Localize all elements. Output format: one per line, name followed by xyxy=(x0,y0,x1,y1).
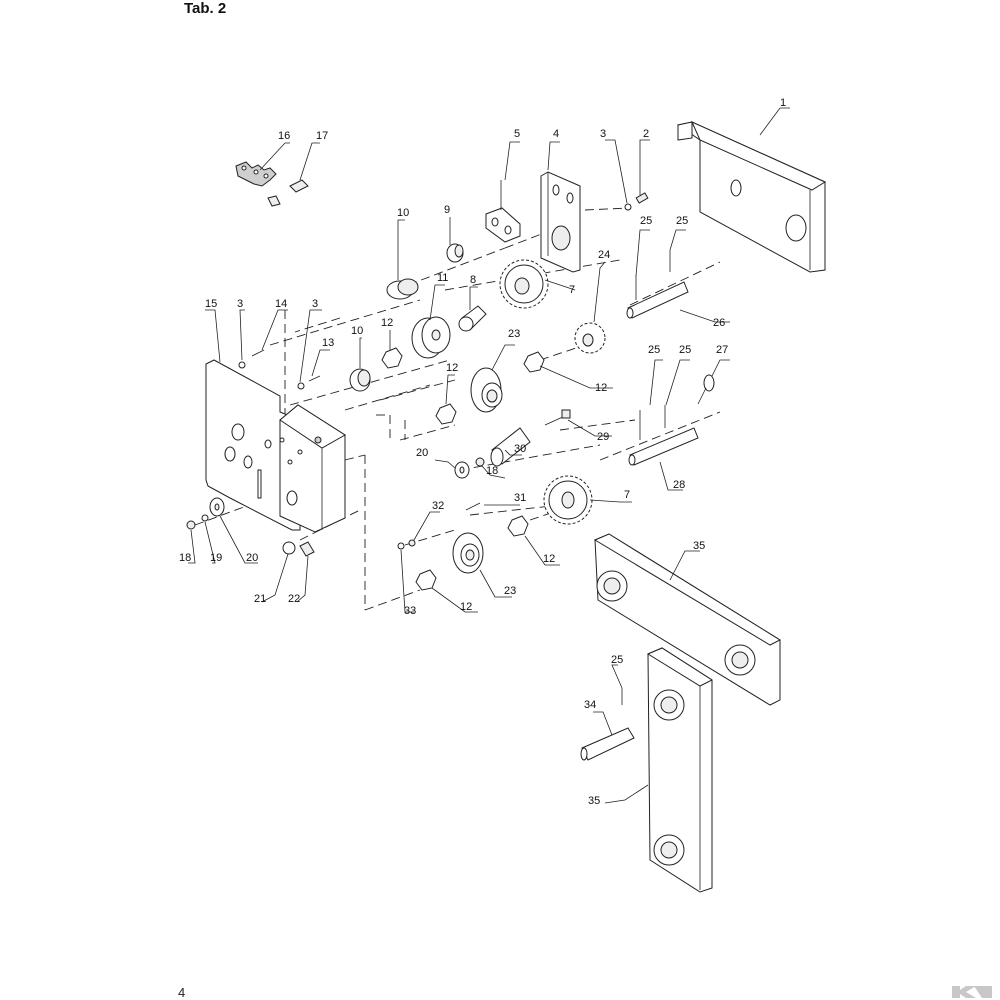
part-23-flange-lower xyxy=(452,532,484,574)
page-number: 4 xyxy=(178,985,186,1000)
callout-30: 30 xyxy=(514,443,526,455)
callout-11: 11 xyxy=(437,272,448,284)
part-15-housing xyxy=(205,359,346,533)
part-20-washer-lower xyxy=(209,497,225,517)
callout-23-b: 23 xyxy=(504,585,516,597)
callout-12-d: 12 xyxy=(543,553,555,565)
callout-3-a: 3 xyxy=(600,128,606,140)
part-10-hub-upper xyxy=(386,278,419,300)
callout-4: 4 xyxy=(553,128,559,140)
part-2-bolt xyxy=(624,192,649,211)
callout-35-b: 35 xyxy=(588,795,600,807)
callout-32: 32 xyxy=(432,500,444,512)
part-18-nut-lower xyxy=(186,520,196,530)
callout-22: 22 xyxy=(288,593,300,605)
part-24-sprocket xyxy=(574,322,606,354)
table-title: Tab. 2 xyxy=(184,0,227,17)
callout-34: 34 xyxy=(584,699,596,711)
part-4-bracket xyxy=(540,171,581,273)
part-19-washer xyxy=(201,514,209,522)
callout-8: 8 xyxy=(470,274,476,286)
part-16-chain xyxy=(235,161,277,187)
callout-28: 28 xyxy=(673,479,685,491)
part-1-cover xyxy=(676,121,827,273)
callout-12-c: 12 xyxy=(446,362,458,374)
callout-15: 15 xyxy=(205,298,217,310)
callout-25-a: 25 xyxy=(640,215,652,227)
part-9-bushing xyxy=(446,243,464,263)
part-10-hub-lower xyxy=(349,368,371,392)
callout-9: 9 xyxy=(444,204,450,216)
callout-20-a: 20 xyxy=(416,447,428,459)
part-12-nuts xyxy=(381,347,545,591)
part-32-nut xyxy=(397,539,416,550)
callout-12-a: 12 xyxy=(381,317,393,329)
callout-16: 16 xyxy=(278,130,290,142)
callout-labels: 1 2 3 3 3 4 5 7 7 8 9 10 10 11 12 12 12 … xyxy=(179,97,786,807)
part-17-chain-link xyxy=(267,179,309,207)
callout-25-d: 25 xyxy=(679,344,691,356)
callout-21: 21 xyxy=(254,593,266,605)
part-11-pulley xyxy=(411,316,451,359)
callout-25-b: 25 xyxy=(676,215,688,227)
part-5-block xyxy=(485,180,521,243)
callout-18-b: 18 xyxy=(179,552,191,564)
part-31-screw xyxy=(465,502,481,511)
part-25-pins xyxy=(621,250,671,705)
brand-logo xyxy=(952,986,992,998)
callout-35-a: 35 xyxy=(693,540,705,552)
callout-23-a: 23 xyxy=(508,328,520,340)
callout-24: 24 xyxy=(598,249,610,261)
part-7-sprocket-lower xyxy=(543,475,593,525)
part-20-washer-upper xyxy=(454,461,470,479)
part-27-clip xyxy=(697,374,715,405)
part-22-wing-nut xyxy=(299,541,315,557)
callout-5: 5 xyxy=(514,128,520,140)
callout-26: 26 xyxy=(713,317,725,329)
callout-20-b: 20 xyxy=(246,552,258,564)
part-13-screw xyxy=(297,375,321,390)
part-30-sleeve xyxy=(490,427,531,467)
callout-2: 2 xyxy=(643,128,649,140)
part-18-nut-upper xyxy=(475,457,485,467)
assembly-axis-lines xyxy=(194,207,721,611)
callout-10-a: 10 xyxy=(397,207,409,219)
callout-1: 1 xyxy=(780,97,786,109)
part-29-bolt xyxy=(544,409,571,426)
callout-7-b: 7 xyxy=(624,489,630,501)
callout-12-b: 12 xyxy=(595,382,607,394)
part-35-plate-horizontal xyxy=(593,533,782,706)
callout-7-a: 7 xyxy=(569,284,575,296)
part-14-screw xyxy=(238,349,265,369)
callout-18-a: 18 xyxy=(486,465,498,477)
callout-25-e: 25 xyxy=(611,654,623,666)
callout-33: 33 xyxy=(404,605,416,617)
callout-25-c: 25 xyxy=(648,344,660,356)
part-21-washer xyxy=(282,541,296,555)
callout-31: 31 xyxy=(514,492,526,504)
part-28-shaft xyxy=(628,427,699,466)
callout-13: 13 xyxy=(322,337,334,349)
callout-29: 29 xyxy=(597,431,609,443)
callout-17: 17 xyxy=(316,130,328,142)
callout-leaders xyxy=(188,107,790,804)
callout-10-b: 10 xyxy=(351,325,363,337)
callout-19: 19 xyxy=(210,552,222,564)
part-7-sprocket-upper xyxy=(499,259,549,309)
part-34-shaft xyxy=(580,727,635,761)
callout-14: 14 xyxy=(275,298,287,310)
part-26-shaft xyxy=(626,281,689,319)
part-8-sleeve xyxy=(458,305,487,332)
part-23-flange-upper xyxy=(470,367,503,413)
callout-3-c: 3 xyxy=(312,298,318,310)
callout-27: 27 xyxy=(716,344,728,356)
callout-3-b: 3 xyxy=(237,298,243,310)
callout-12-e: 12 xyxy=(460,601,472,613)
part-35-plate-vertical xyxy=(646,647,714,893)
